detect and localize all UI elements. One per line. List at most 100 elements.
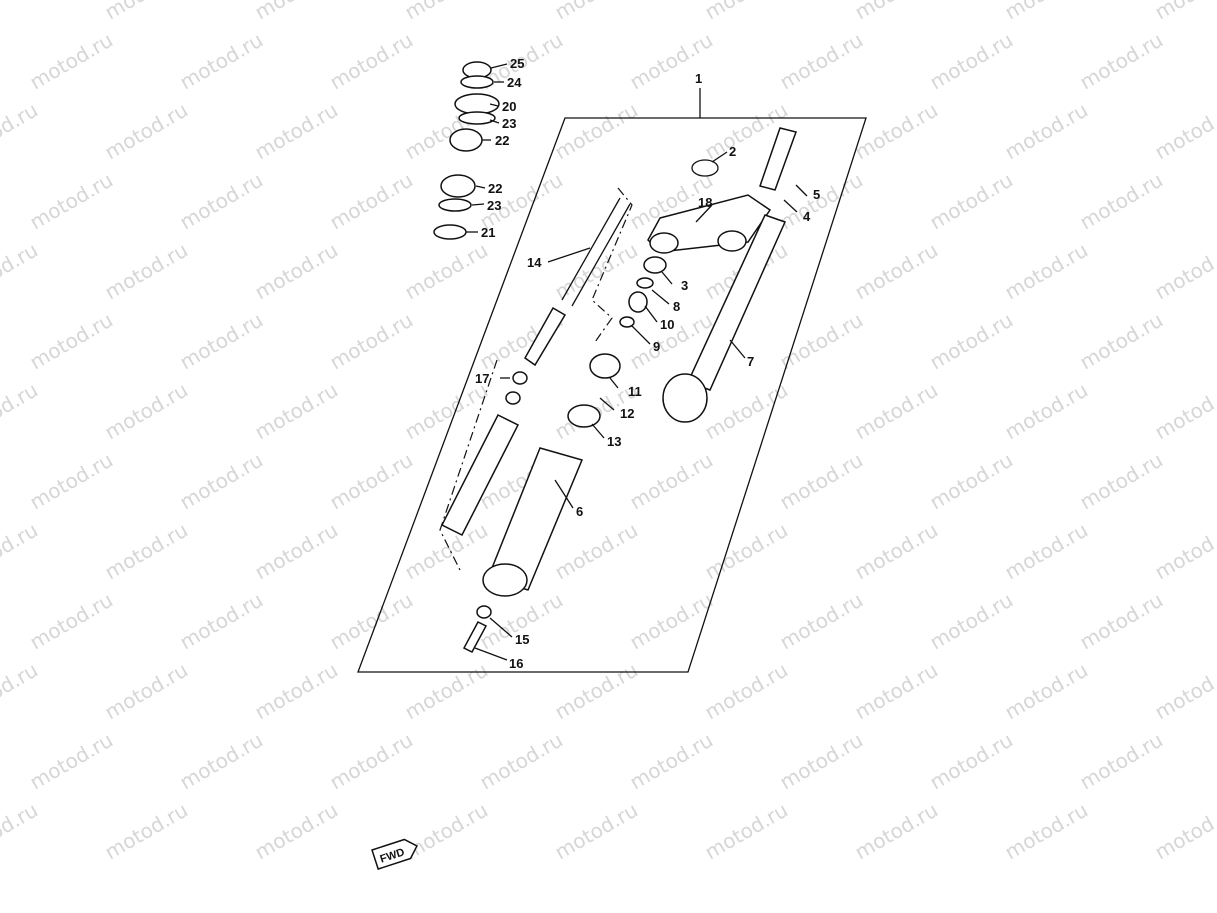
watermark-text: motod.ru <box>776 168 867 235</box>
label-6: 6 <box>576 504 583 519</box>
watermark-text: motod.ru <box>26 448 117 515</box>
watermark-text: motod.ru <box>1076 168 1167 235</box>
watermark-text: motod.ru <box>251 518 342 585</box>
watermark-text: motod.ru <box>1076 28 1167 95</box>
fork-spring-14 <box>561 197 631 307</box>
label-10: 10 <box>660 317 674 332</box>
part-9 <box>619 316 635 328</box>
watermark-text: motod.ru <box>251 98 342 165</box>
dashed-guide-lower <box>439 359 498 571</box>
watermark-text: motod.ru <box>401 238 492 305</box>
label-7: 7 <box>747 354 754 369</box>
label-2: 2 <box>729 144 736 159</box>
watermark-text: motod.ru <box>101 238 192 305</box>
washer-15 <box>476 605 492 619</box>
watermark-text: motod.ru <box>851 0 942 24</box>
watermark-text: motod.ru <box>26 28 117 95</box>
part-labels: 1 2 3 4 5 6 7 8 9 10 11 12 13 14 15 16 1… <box>475 56 820 671</box>
watermark-text: motod.ru <box>176 308 267 375</box>
watermark-text: motod.ru <box>26 728 117 795</box>
label-17: 17 <box>475 371 489 386</box>
watermark-text: motod.ru <box>251 238 342 305</box>
watermark-text: motod.ru <box>551 0 642 24</box>
watermark-text: motod.ru <box>551 98 642 165</box>
watermark-text: motod.ru <box>326 588 417 655</box>
watermark-text: motod.ru <box>251 658 342 725</box>
watermark-text: motod.ru <box>0 518 42 585</box>
watermark-text: motod.ru <box>0 98 42 165</box>
watermark-text: motod.ru <box>776 448 867 515</box>
watermark-text: motod.ru <box>176 448 267 515</box>
cone-21 <box>433 224 467 240</box>
steering-bearing-parts <box>433 61 500 240</box>
watermark-text: motod.ru <box>626 728 717 795</box>
watermark-text: motod.ru <box>1151 0 1217 24</box>
label-4: 4 <box>803 209 811 224</box>
watermark-text: motod.ru <box>1151 518 1217 585</box>
watermark-text: motod.ru <box>101 518 192 585</box>
watermark-text: motod.ru <box>1001 658 1092 725</box>
watermark-text: motod.ru <box>926 168 1017 235</box>
assembly-frame <box>357 117 867 673</box>
label-14: 14 <box>527 255 542 270</box>
watermark-text: motod.ru <box>1001 798 1092 865</box>
outer-tube-6-bottom <box>482 563 528 597</box>
watermark-text: motod.ru <box>251 378 342 445</box>
watermark-text: motod.ru <box>0 658 42 725</box>
watermark-text: motod.ru <box>176 588 267 655</box>
label-3: 3 <box>681 278 688 293</box>
label-11: 11 <box>628 384 642 399</box>
watermark-text: motod.ru <box>1001 98 1092 165</box>
watermark-text: motod.ru <box>551 798 642 865</box>
watermark-text: motod.ru <box>401 658 492 725</box>
race-22a <box>449 128 483 152</box>
watermark-text: motod.ru <box>701 798 792 865</box>
watermark-text: motod.ru <box>0 378 42 445</box>
watermark-text: motod.ru <box>101 658 192 725</box>
label-13: 13 <box>607 434 621 449</box>
forward-direction-badge: FWD <box>371 838 418 870</box>
watermark-text: motod.ru <box>551 518 642 585</box>
label-18: 18 <box>698 195 712 210</box>
part-17a <box>512 371 528 385</box>
label-9: 9 <box>653 339 660 354</box>
watermark-text: motod.ru <box>401 798 492 865</box>
watermark-text: motod.ru <box>1076 308 1167 375</box>
watermark-text: motod.ru <box>1151 378 1217 445</box>
label-22a: 22 <box>495 133 509 148</box>
seal-11 <box>589 353 621 379</box>
label-5: 5 <box>813 187 820 202</box>
watermark-text: motod.ru <box>1151 798 1217 865</box>
watermark-text: motod.ru <box>1151 658 1217 725</box>
fork-leg-7-bottom <box>662 373 708 423</box>
label-24: 24 <box>507 75 522 90</box>
watermark-text: motod.ru <box>926 28 1017 95</box>
watermark-text: motod.ru <box>26 308 117 375</box>
race-22b <box>440 174 476 198</box>
label-16: 16 <box>509 656 523 671</box>
part-3 <box>643 256 667 274</box>
watermark-text: motod.ru <box>176 728 267 795</box>
watermark-text: motod.ru <box>26 588 117 655</box>
fork-leg-7 <box>686 214 787 391</box>
watermark-text: motod.ru <box>326 168 417 235</box>
watermark-text: motod.ru <box>476 728 567 795</box>
watermark-text: motod.ru <box>326 728 417 795</box>
leader-lines <box>466 63 808 661</box>
watermark-text: motod.ru <box>851 378 942 445</box>
watermark-text: motod.ru <box>101 98 192 165</box>
watermark-text: motod.ru <box>926 588 1017 655</box>
watermark-text: motod.ru <box>326 308 417 375</box>
label-15: 15 <box>515 632 529 647</box>
watermark-text: motod.ru <box>176 28 267 95</box>
inner-tube-left <box>440 413 520 537</box>
watermark-text: motod.ru <box>251 0 342 24</box>
label-1: 1 <box>695 71 702 86</box>
watermark-text: motod.ru <box>701 378 792 445</box>
part-17b <box>505 391 521 405</box>
watermark-text: motod.ru <box>851 518 942 585</box>
label-22b: 22 <box>488 181 502 196</box>
label-25: 25 <box>510 56 524 71</box>
label-21: 21 <box>481 225 495 240</box>
